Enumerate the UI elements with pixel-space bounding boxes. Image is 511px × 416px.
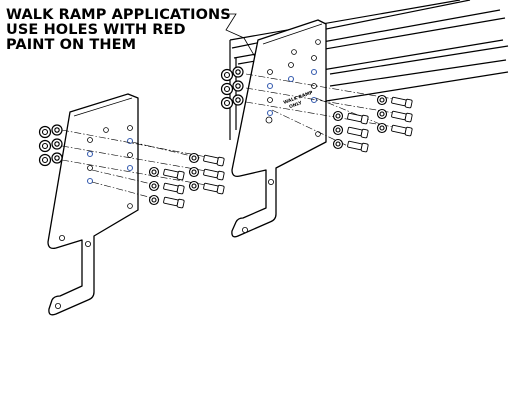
right-plate-holes [266,55,318,117]
frame-rail [229,0,509,140]
walk-ramp-callout-text: WALK RAMP APPLICATIONS USE HOLES WITH RE… [6,8,231,53]
left-mounting-plate [47,93,139,316]
right-mounting-plate [231,19,327,238]
left-bolt-set [163,154,225,209]
left-washer-column [148,152,200,206]
callout-line-2: USE HOLES WITH RED [6,22,186,38]
stamp-line-2: ONLY [288,100,303,110]
callout-line-3: PAINT ON THEM [6,37,137,53]
right-nut-stack [220,66,244,110]
left-nut-stack [38,124,63,167]
right-bolt-set [347,96,413,153]
assembly-center-lines [61,73,401,201]
callout-line-1: WALK RAMP APPLICATIONS [6,7,231,23]
right-washer-column [332,94,388,150]
